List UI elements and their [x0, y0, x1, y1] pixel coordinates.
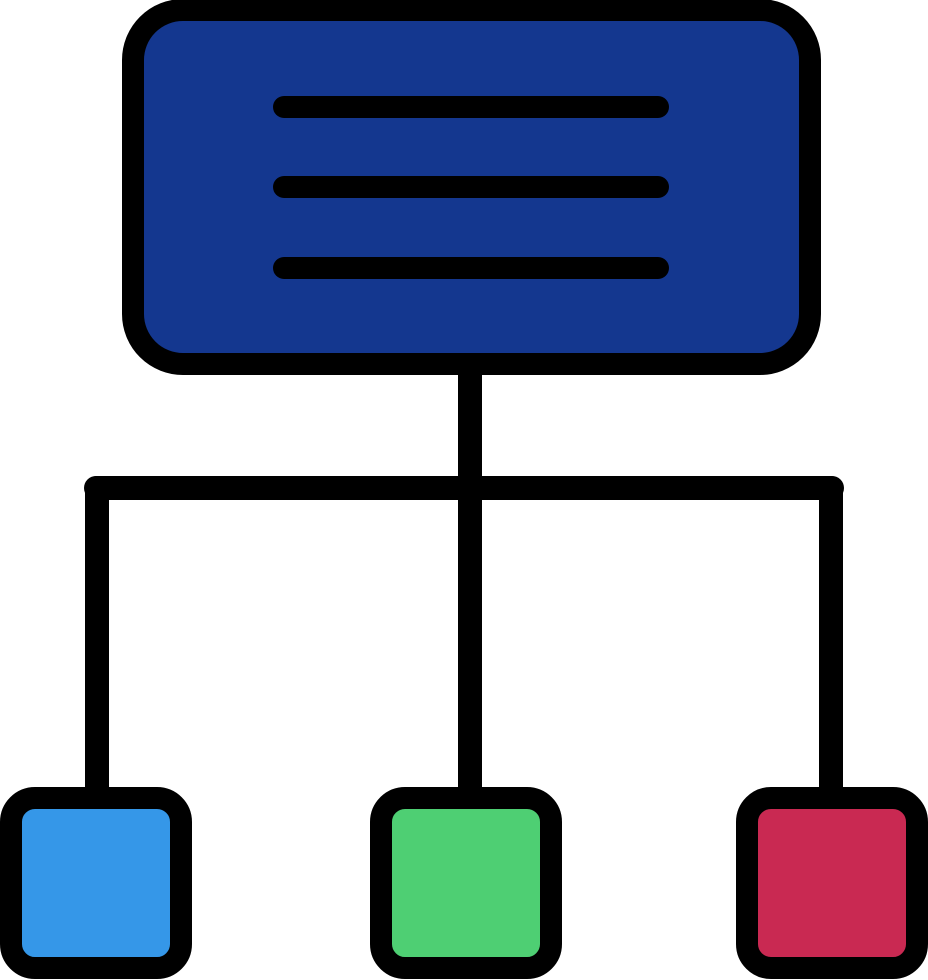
right-child-node: [736, 787, 928, 979]
parent-node: [122, 0, 821, 375]
left-child-node: [0, 787, 192, 979]
child-nodes: [0, 787, 928, 979]
middle-child-node: [370, 787, 562, 979]
connector-lines: [84, 343, 844, 812]
